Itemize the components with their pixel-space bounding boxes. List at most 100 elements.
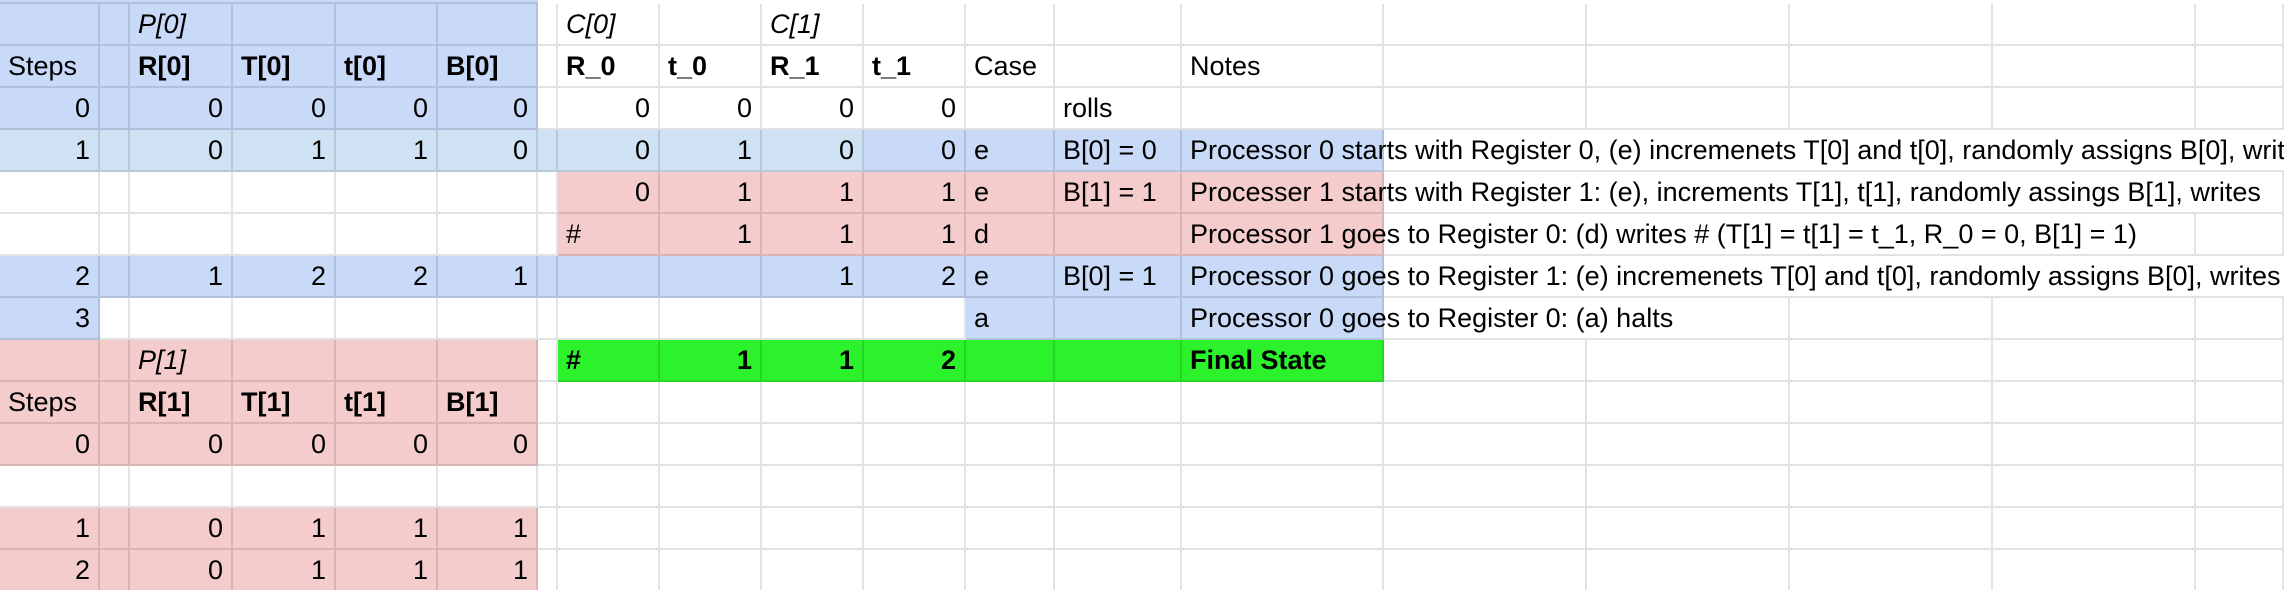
cell-r5c4[interactable]: [233, 172, 336, 214]
c1-section-label[interactable]: C[1]: [762, 4, 864, 46]
cell-r12c14[interactable]: [1182, 466, 1384, 508]
cell-r11c14[interactable]: [1182, 424, 1384, 466]
cell-r11c7[interactable]: [538, 424, 558, 466]
cell-r2c18[interactable]: [1993, 46, 2196, 88]
cell-r7c6[interactable]: 1: [438, 256, 538, 298]
cell-r8c11[interactable]: [864, 298, 966, 340]
cell-r13c19[interactable]: [2196, 508, 2284, 550]
cell-r4c4[interactable]: 1: [233, 130, 336, 172]
cell-r9c5[interactable]: [336, 340, 438, 382]
cell-r7c8[interactable]: [558, 256, 660, 298]
cell-r10c11[interactable]: [864, 382, 966, 424]
cell-r8c7[interactable]: [538, 298, 558, 340]
cell-r2c16[interactable]: [1587, 46, 1790, 88]
cell-r13c14[interactable]: [1182, 508, 1384, 550]
cell-r6c19[interactable]: [2196, 214, 2284, 256]
cell-r14c12[interactable]: [966, 550, 1055, 590]
cell-r1c11[interactable]: [864, 4, 966, 46]
cell-r6c3[interactable]: [130, 214, 233, 256]
final-t0-value[interactable]: 1: [660, 340, 762, 382]
cell-r11c13[interactable]: [1055, 424, 1182, 466]
case-value[interactable]: e: [966, 256, 1055, 298]
cell-r9c7[interactable]: [538, 340, 558, 382]
cell-r11c11[interactable]: [864, 424, 966, 466]
roll-value[interactable]: B[1] = 1: [1055, 172, 1182, 214]
r-underscore-0-header[interactable]: R_0: [558, 46, 660, 88]
cell-r1c2[interactable]: [100, 4, 130, 46]
roll-value[interactable]: B[0] = 0: [1055, 130, 1182, 172]
cell-r6c4[interactable]: [233, 214, 336, 256]
cell-r8c5[interactable]: [336, 298, 438, 340]
step-1-label[interactable]: 1: [0, 130, 100, 172]
cell-r1c15[interactable]: [1384, 4, 1587, 46]
cell-r6c2[interactable]: [100, 214, 130, 256]
cell-r6c1[interactable]: [0, 214, 100, 256]
step-2-label[interactable]: 2: [0, 256, 100, 298]
cell-r3c4[interactable]: 0: [233, 88, 336, 130]
cell-r6c13[interactable]: [1055, 214, 1182, 256]
cell-r3c11[interactable]: 0: [864, 88, 966, 130]
cell-r11c17[interactable]: [1790, 424, 1993, 466]
b0-header[interactable]: B[0]: [438, 46, 538, 88]
cell-r12c15[interactable]: [1384, 466, 1587, 508]
cell-r9c2[interactable]: [100, 340, 130, 382]
cell-r1c7[interactable]: [538, 4, 558, 46]
cell-r3c7[interactable]: [538, 88, 558, 130]
cell-r7c7[interactable]: [538, 256, 558, 298]
cell-r1c18[interactable]: [1993, 4, 2196, 46]
cell-r14c4[interactable]: 1: [233, 550, 336, 590]
cell-r6c10[interactable]: 1: [762, 214, 864, 256]
cell-r4c5[interactable]: 1: [336, 130, 438, 172]
cell-r8c4[interactable]: [233, 298, 336, 340]
cell-r3c16[interactable]: [1587, 88, 1790, 130]
cell-r2c7[interactable]: [538, 46, 558, 88]
cell-r2c19[interactable]: [2196, 46, 2284, 88]
cell-r2c13[interactable]: [1055, 46, 1182, 88]
cell-r9c4[interactable]: [233, 340, 336, 382]
r0-bracket-header[interactable]: R[0]: [130, 46, 233, 88]
cell-r8c18[interactable]: [1993, 298, 2196, 340]
cell-r12c11[interactable]: [864, 466, 966, 508]
cell-r2c2[interactable]: [100, 46, 130, 88]
cell-r13c4[interactable]: 1: [233, 508, 336, 550]
cell-r10c18[interactable]: [1993, 382, 2196, 424]
cell-r12c17[interactable]: [1790, 466, 1993, 508]
case-value[interactable]: e: [966, 130, 1055, 172]
cell-r13c7[interactable]: [538, 508, 558, 550]
cell-r12c1[interactable]: [0, 466, 100, 508]
cell-r9c17[interactable]: [1790, 340, 1993, 382]
cell-r11c3[interactable]: 0: [130, 424, 233, 466]
case-value[interactable]: e: [966, 172, 1055, 214]
cell-r11c5[interactable]: 0: [336, 424, 438, 466]
cell-r13c18[interactable]: [1993, 508, 2196, 550]
cell-r5c8[interactable]: 0: [558, 172, 660, 214]
cell-r3c8[interactable]: 0: [558, 88, 660, 130]
final-r1-value[interactable]: 1: [762, 340, 864, 382]
p0-section-label[interactable]: P[0]: [130, 4, 233, 46]
cell-r1c13[interactable]: [1055, 4, 1182, 46]
cell-r13c12[interactable]: [966, 508, 1055, 550]
cell-r8c2[interactable]: [100, 298, 130, 340]
case-value[interactable]: d: [966, 214, 1055, 256]
cell-r3c15[interactable]: [1384, 88, 1587, 130]
cell-r14c16[interactable]: [1587, 550, 1790, 590]
cell-r4c11[interactable]: 0: [864, 130, 966, 172]
cell-r13c15[interactable]: [1384, 508, 1587, 550]
cell-r9c18[interactable]: [1993, 340, 2196, 382]
cell-r10c15[interactable]: [1384, 382, 1587, 424]
cell-r4c3[interactable]: 0: [130, 130, 233, 172]
cell-r10c2[interactable]: [100, 382, 130, 424]
cell-r3c12[interactable]: [966, 88, 1055, 130]
cell-r3c18[interactable]: [1993, 88, 2196, 130]
cell-r11c18[interactable]: [1993, 424, 2196, 466]
cell-r12c2[interactable]: [100, 466, 130, 508]
step-2-label-p1[interactable]: 2: [0, 550, 100, 590]
cell-r12c7[interactable]: [538, 466, 558, 508]
cell-r7c4[interactable]: 2: [233, 256, 336, 298]
cell-r8c3[interactable]: [130, 298, 233, 340]
cell-r9c19[interactable]: [2196, 340, 2284, 382]
cell-r10c9[interactable]: [660, 382, 762, 424]
steps-header[interactable]: Steps: [0, 46, 100, 88]
cell-r9c6[interactable]: [438, 340, 538, 382]
cell-r10c19[interactable]: [2196, 382, 2284, 424]
